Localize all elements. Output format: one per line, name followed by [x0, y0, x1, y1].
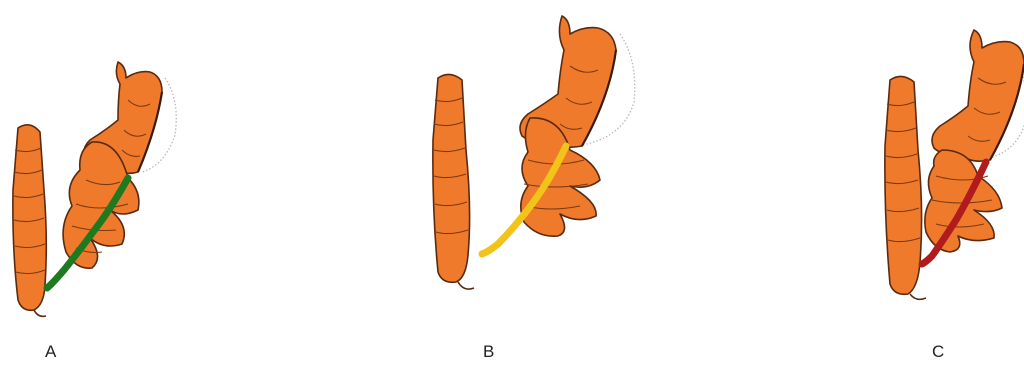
panel-label-b: B — [483, 342, 494, 362]
panel-a: A — [0, 0, 240, 365]
panel-label-c: C — [932, 342, 944, 362]
diagram-c — [870, 0, 1024, 340]
panel-b: B — [420, 0, 660, 365]
panel-c: C — [870, 0, 1024, 365]
colon-b — [433, 74, 474, 289]
diagram-a — [0, 0, 240, 340]
stomach-c — [932, 30, 1024, 161]
panel-label-a: A — [45, 342, 56, 362]
diagram-b — [420, 0, 660, 340]
colon-a — [13, 125, 46, 317]
